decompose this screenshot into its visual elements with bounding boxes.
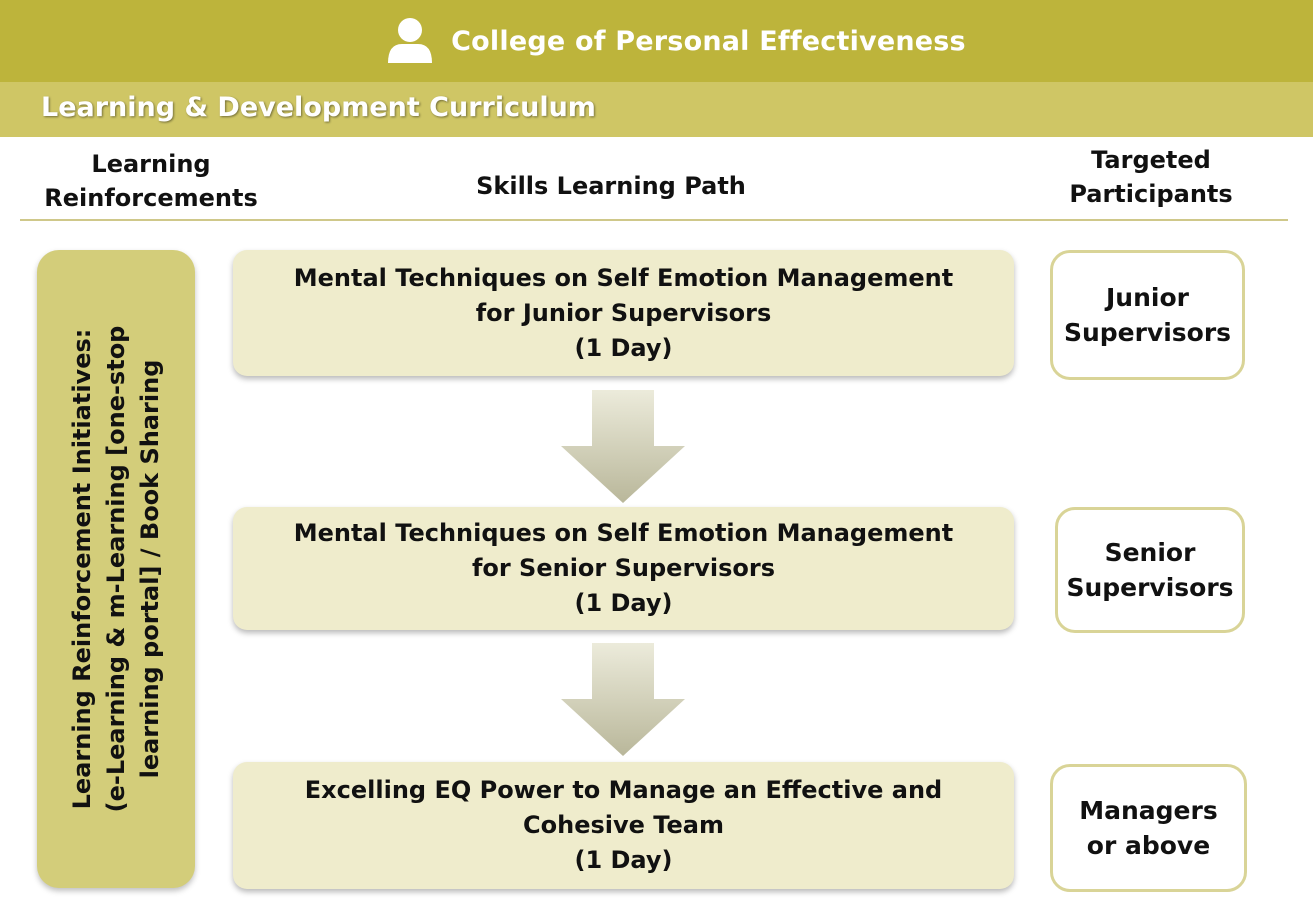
course-box-3: Excelling EQ Power to Manage an Effectiv… (233, 762, 1014, 889)
person-icon (388, 18, 433, 63)
page-subtitle: Learning & Development Curriculum (41, 92, 596, 123)
column-header-reinforcements: Learning Reinforcements (44, 150, 258, 212)
participant-box-managers: Managers or above (1050, 764, 1247, 892)
reinforcement-panel: Learning Reinforcement Initiatives: (e-L… (37, 250, 195, 888)
down-arrow-icon (561, 643, 685, 756)
reinforcement-text: Learning Reinforcement Initiatives: (e-L… (68, 325, 164, 813)
column-header-participants: Targeted Participants (1069, 146, 1233, 208)
down-arrow-icon (561, 390, 685, 503)
sub-banner: Learning & Development Curriculum (0, 82, 1313, 137)
participant-box-junior: Junior Supervisors (1050, 250, 1245, 380)
page-title: College of Personal Effectiveness (451, 25, 966, 57)
course-box-1: Mental Techniques on Self Emotion Manage… (233, 250, 1014, 376)
participant-box-senior: Senior Supervisors (1055, 507, 1245, 633)
column-header-path: Skills Learning Path (476, 172, 746, 200)
header-banner: College of Personal Effectiveness (0, 0, 1313, 82)
header-divider (20, 219, 1288, 221)
course-box-2: Mental Techniques on Self Emotion Manage… (233, 507, 1014, 630)
